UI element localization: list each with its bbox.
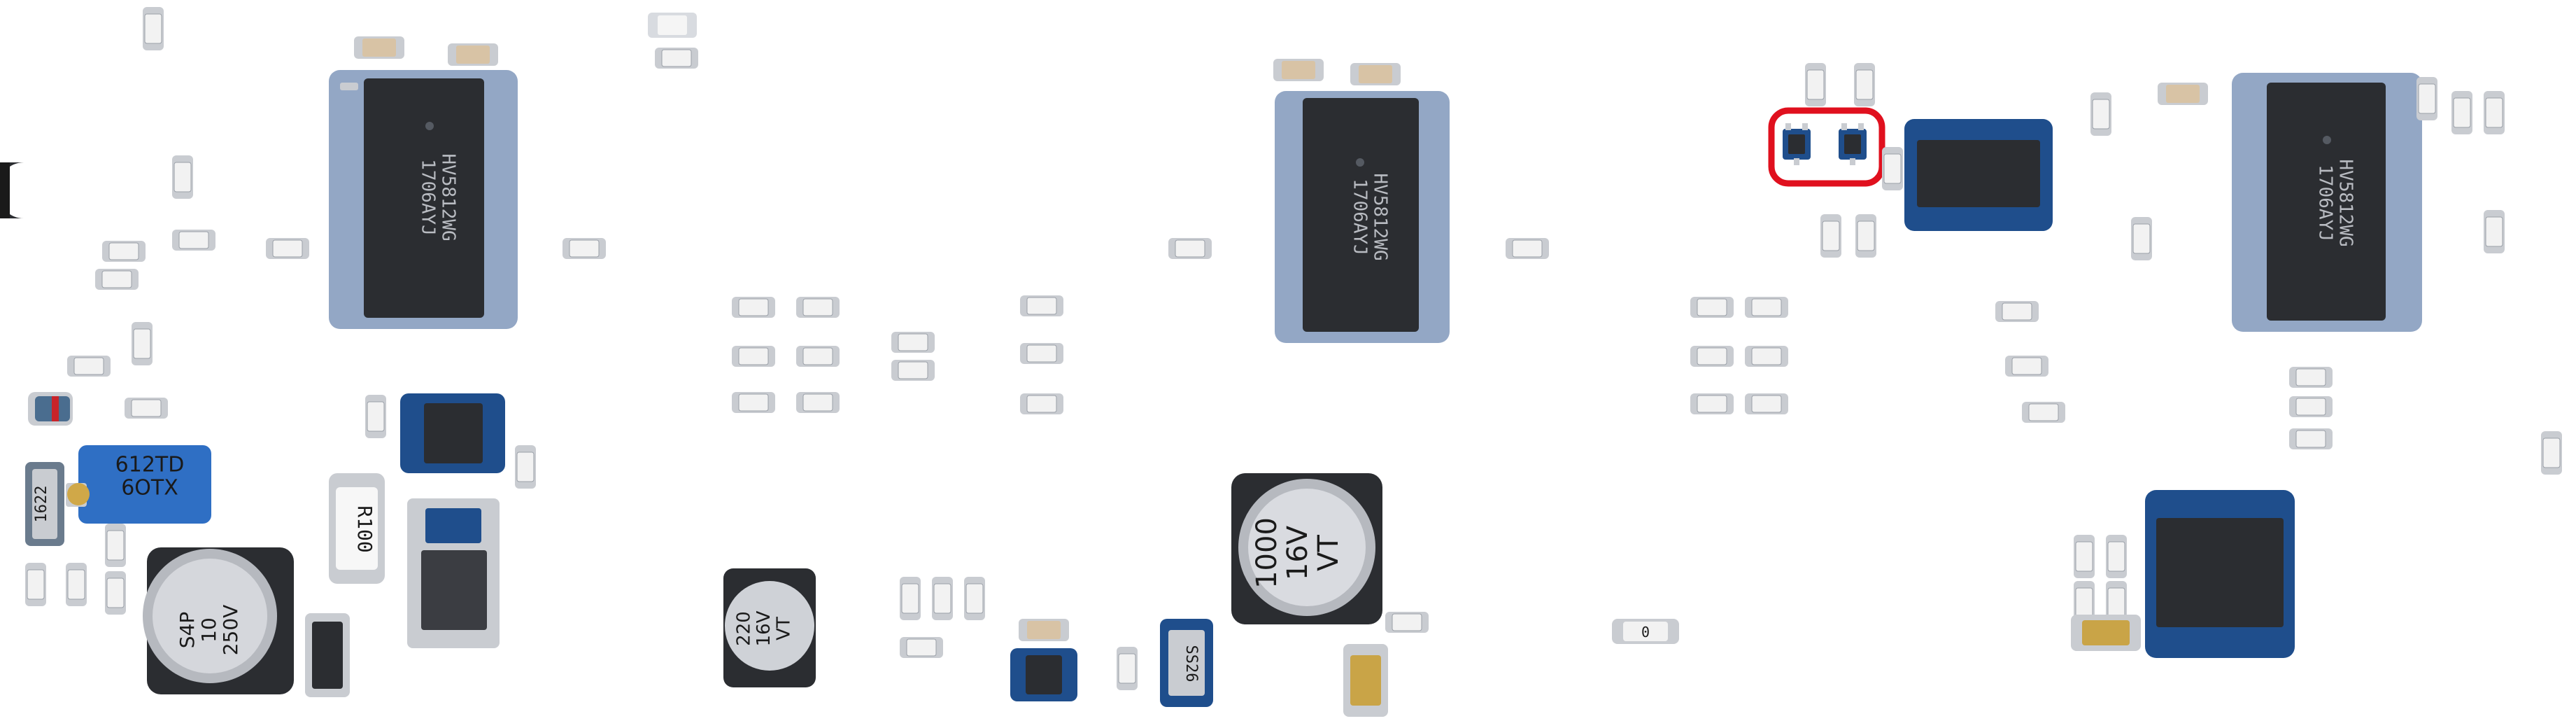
zero-ohm-resistor: 0 [1612,619,1679,644]
inductor-1622: 1622 [25,462,64,546]
soic16-chip [1904,119,2053,231]
chip-2-marking: HV5812WG1706AYJ [1350,173,1391,260]
diode-axial [28,392,73,426]
highlighted-transistor-pair [1768,107,1885,187]
mosfet-dpak [407,498,500,648]
electrolytic-capacitor-220uf: 22016VVT [723,568,816,687]
electrolytic-capacitor-250v: S4P10250V [143,547,294,694]
inductor-label: 1622 [33,486,50,523]
tantalum-capacitor [1343,644,1388,717]
electrolytic-capacitor-1000uf: 100016VVT [1231,473,1382,624]
ic-chip-1: HV5812WG1706AYJ [329,70,518,329]
sop8-chip [400,393,505,473]
diode-ss26: SS26 [1160,619,1213,707]
cap-1000-label: 100016VVT [1251,517,1345,589]
chip-1-marking: HV5812WG1706AYJ [418,153,459,241]
shunt-resistor-r100: R100 [329,473,385,584]
ic-chip-3: HV5812WG1706AYJ [2232,73,2422,332]
ss26-label: SS26 [1182,645,1200,682]
small-soic-chip [1010,648,1077,701]
tantalum-capacitor-2 [2071,615,2141,651]
r100-label: R100 [353,505,376,552]
soic16-chip-bottom [2145,490,2295,658]
chip-3-marking: HV5812WG1706AYJ [2315,159,2356,246]
ic-chip-2: HV5812WG1706AYJ [1275,91,1450,343]
zero-ohm-label: 0 [1641,624,1650,640]
cap-250v-label: S4P10250V [176,605,242,656]
diode-smd [305,613,350,697]
resistor-array-b [1690,296,2066,424]
resistor-array-a [731,295,1064,415]
cap-220-label: 22016VVT [733,610,794,646]
